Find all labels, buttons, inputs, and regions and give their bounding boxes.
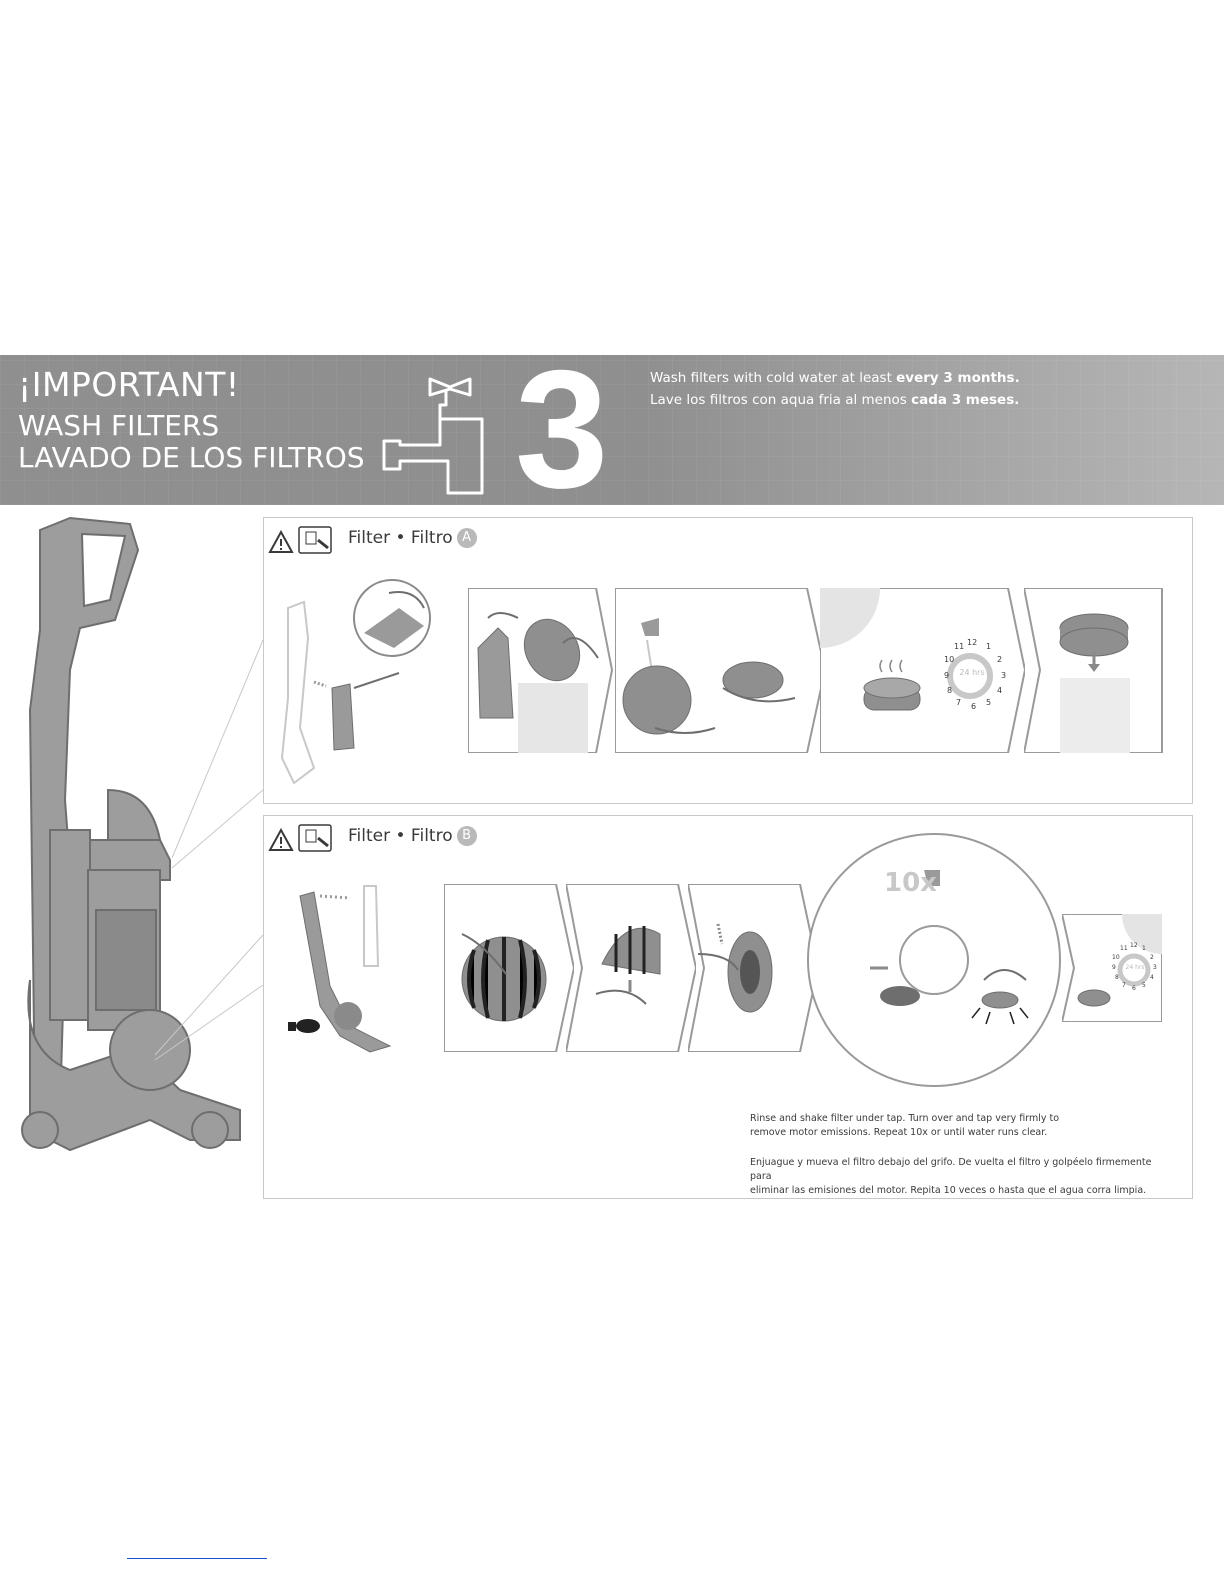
filter-b-clock-label: 24 hrs	[1125, 964, 1145, 971]
filter-a-step-dry	[820, 588, 1025, 753]
tap-icon	[382, 377, 484, 495]
filter-a-badge: A	[456, 528, 477, 548]
footer-link-rule	[127, 1558, 267, 1559]
wash-note-en: Wash filters with cold water at least ev…	[650, 370, 1020, 386]
filter-b-badge: B	[456, 826, 477, 846]
wash-note-es: Lave los filtros con aqua fria al menos …	[650, 392, 1020, 408]
filter-b-step-pull	[566, 884, 696, 1052]
vacuum-illustration	[21, 516, 241, 1152]
filter-a-step-remove	[468, 588, 613, 753]
header-banner: ¡IMPORTANT! WASH FILTERS LAVADO DE LOS F…	[0, 345, 1224, 513]
filter-a-clock-label: 24 hrs	[959, 668, 985, 677]
filter-b-step-dry	[1062, 914, 1162, 1022]
wash-note: Wash filters with cold water at least ev…	[650, 367, 1020, 411]
filter-b-location-illustration	[288, 885, 392, 1053]
warning-icon	[268, 530, 294, 553]
filter-b-step-unlock	[444, 884, 574, 1052]
filter-a-step-refit	[1024, 588, 1163, 753]
repeat-count: 10x	[884, 868, 937, 898]
banner-subtitle-es: LAVADO DE LOS FILTROS	[18, 441, 365, 474]
rinse-caption-es: Enjuague y mueva el filtro debajo del gr…	[750, 1157, 1152, 1196]
unplug-icon	[298, 824, 332, 852]
filter-a-location-illustration	[280, 579, 431, 785]
warning-icon	[268, 828, 294, 851]
banner-gradient	[640, 355, 1224, 505]
filter-b-rinse-cycle	[807, 833, 1061, 1087]
filter-b-step-remove	[688, 884, 818, 1052]
rinse-caption-en: Rinse and shake filter under tap. Turn o…	[750, 1113, 1060, 1138]
filter-a-step-rinse	[615, 588, 825, 753]
step-number: 3	[515, 335, 609, 523]
banner-title: ¡IMPORTANT!	[18, 365, 240, 404]
banner-subtitle-en: WASH FILTERS	[18, 409, 220, 442]
unplug-icon	[298, 526, 332, 554]
